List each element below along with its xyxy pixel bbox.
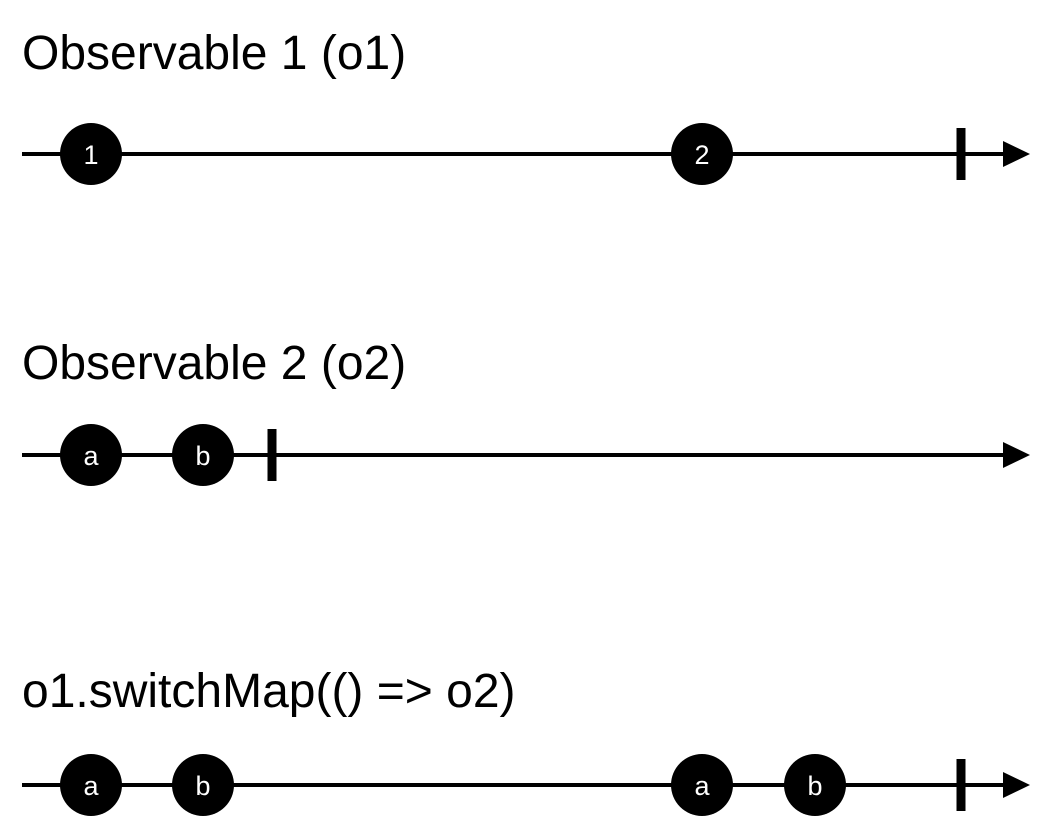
result-title: o1.switchMap(() => o2) xyxy=(22,665,516,718)
o1-arrowhead xyxy=(1003,141,1030,167)
o2-marble-b-label: b xyxy=(195,441,210,471)
result-marble-a-1-label: a xyxy=(83,771,99,801)
o2-title: Observable 2 (o2) xyxy=(22,337,406,390)
result-marble-b-1-label: b xyxy=(195,771,210,801)
o1-marble-2: 2 xyxy=(671,123,733,185)
result-arrowhead xyxy=(1003,772,1030,798)
o1-marble-1-label: 1 xyxy=(83,140,98,170)
result-marble-a-2-label: a xyxy=(694,771,710,801)
result-marble-a-1: a xyxy=(60,754,122,816)
o1-timeline: 1 2 xyxy=(22,123,1030,185)
o2-marble-a: a xyxy=(60,424,122,486)
result-marble-a-2: a xyxy=(671,754,733,816)
result-marble-b-1: b xyxy=(172,754,234,816)
result-marble-b-2: b xyxy=(784,754,846,816)
o2-marble-b: b xyxy=(172,424,234,486)
o2-timeline: a b xyxy=(22,424,1030,486)
result-marble-b-2-label: b xyxy=(807,771,822,801)
o1-title: Observable 1 (o1) xyxy=(22,27,406,80)
o1-marble-2-label: 2 xyxy=(694,140,709,170)
result-timeline: a b a b xyxy=(22,754,1030,816)
o1-marble-1: 1 xyxy=(60,123,122,185)
o2-marble-a-label: a xyxy=(83,441,99,471)
o2-arrowhead xyxy=(1003,442,1030,468)
